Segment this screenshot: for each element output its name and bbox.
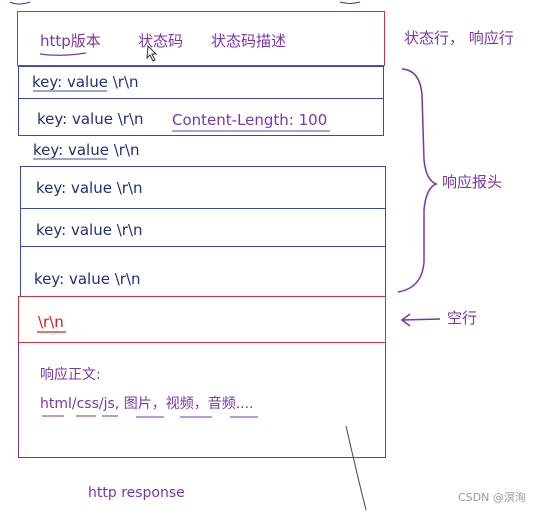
content-length-example: Content-Length: 100	[172, 111, 328, 129]
blank-line-arrowhead	[400, 313, 411, 327]
blank-line-side-label: 空行	[447, 309, 478, 327]
cursor-icon	[146, 44, 158, 62]
blank-line-crlf: \r\n	[38, 313, 64, 331]
body-content: html/css/js, 图片，视频，音频....	[40, 396, 254, 412]
header-row-5: key: value \r\n	[36, 221, 143, 239]
status-line-side-label: 状态行， 响应行	[404, 29, 514, 47]
http-version-label: http版本	[40, 32, 101, 50]
body-title: 响应正文:	[40, 367, 101, 383]
status-desc-label: 状态码描述	[211, 32, 287, 50]
blank-line-arrow	[401, 318, 441, 321]
header-row-4: key: value \r\n	[36, 179, 143, 197]
watermark: CSDN @溟洵	[458, 491, 526, 504]
caption: http response	[88, 485, 185, 501]
header-row-2-box	[18, 99, 384, 136]
header-row-6: key: value \r\n	[34, 270, 141, 288]
underline-http-version	[39, 52, 87, 56]
header-row-4-box	[20, 166, 386, 209]
body-box	[18, 343, 386, 458]
pen-mark-top-left	[9, 1, 31, 5]
header-row-3: key: value \r\n	[33, 141, 140, 159]
header-row-1-box	[18, 66, 384, 99]
blank-line-box	[18, 296, 386, 343]
status-line-box	[17, 11, 385, 66]
status-code-label: 状态码	[138, 32, 184, 50]
header-row-1: key: value \r\n	[32, 73, 139, 91]
header-row-6-box	[20, 247, 386, 296]
pen-line-body	[345, 425, 367, 511]
header-row-2: key: value \r\n	[37, 110, 144, 128]
headers-side-label: 响应报头	[442, 173, 503, 191]
header-row-5-box	[20, 209, 386, 247]
headers-brace	[397, 68, 439, 293]
pen-mark-top-right	[339, 1, 361, 4]
